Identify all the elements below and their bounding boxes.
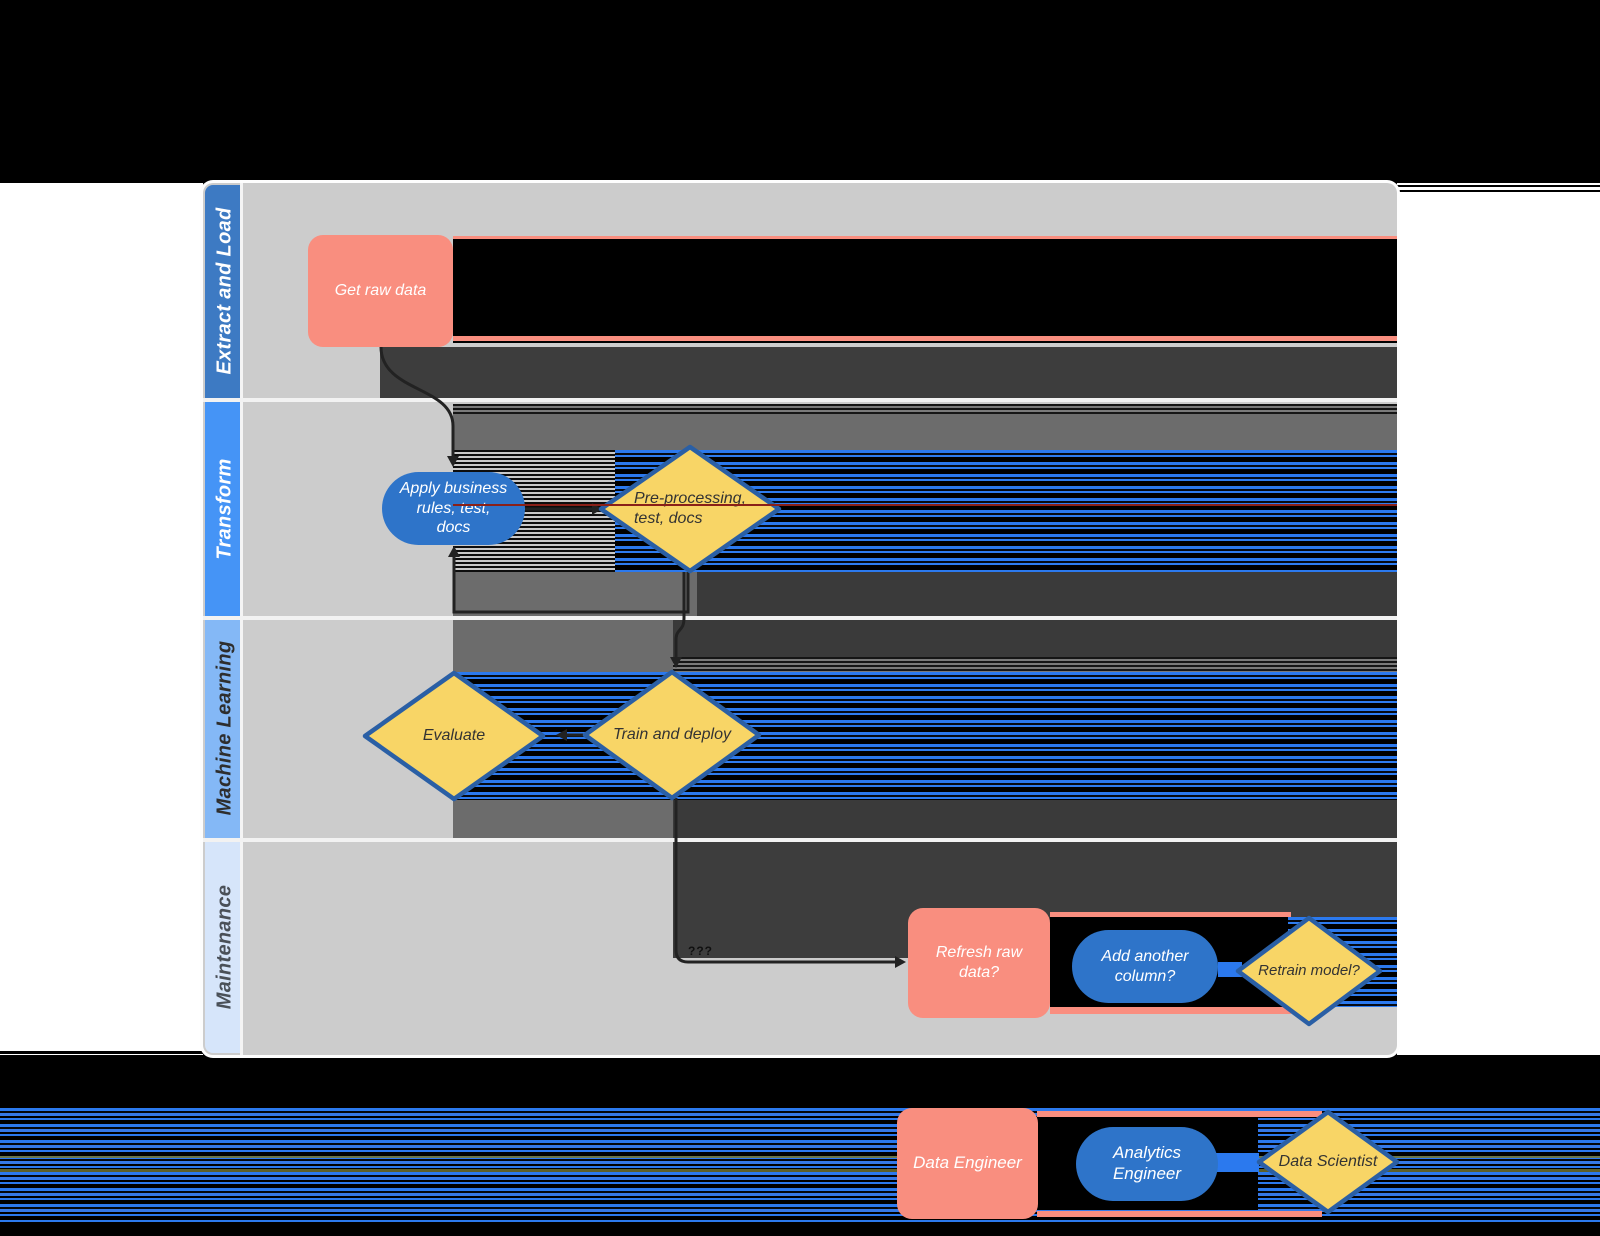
glitch-connector: [1215, 1153, 1259, 1172]
node-label: Retrain model?: [1258, 961, 1360, 979]
glitch-line: [1050, 1007, 1291, 1014]
glitch-line: [1037, 1211, 1322, 1217]
node-label: Add another column?: [1101, 947, 1189, 985]
lane-bar-machine-learning: [205, 620, 240, 838]
diamond-shape: [598, 444, 782, 574]
lane-separator: [203, 398, 1397, 402]
node-apply-business-rules: Apply business rules, test, docs: [382, 472, 525, 545]
edge-getrawdata-applyrules: [379, 346, 455, 456]
glitch-line: [0, 1169, 1600, 1172]
glitch-line: [453, 336, 1397, 341]
node-label: Train and deploy: [613, 726, 731, 744]
glitch-band: [453, 800, 673, 838]
edge-traindeploy-refresh: [674, 798, 895, 964]
glitch-line: [1037, 1111, 1322, 1117]
glitch-band: [453, 236, 1397, 343]
node-label: Apply business rules, test, docs: [399, 480, 508, 537]
glitch-band: [380, 347, 1397, 400]
node-refresh-raw-data: Refresh raw data?: [908, 908, 1050, 1018]
lane-bar-transform: [205, 402, 240, 616]
diamond-shape: [1235, 915, 1383, 1027]
legend-label: Analytics Engineer: [1112, 1143, 1182, 1183]
node-get-raw-data: Get raw data: [308, 235, 453, 347]
node-label: Get raw data: [334, 282, 427, 300]
glitch-band: [673, 620, 1397, 657]
node-add-another-column: Add another column?: [1072, 930, 1218, 1003]
glitch-band: [673, 657, 1397, 672]
lane-separator: [203, 838, 1397, 842]
diamond-shape: [582, 669, 762, 801]
edge-preprocessing-applyrules-loop: [452, 555, 690, 614]
right-margin: [1397, 183, 1600, 1055]
swimlane-diagram: Extract and Load Transform Machine Learn…: [203, 183, 1397, 1055]
node-train-and-deploy: Train and deploy: [581, 668, 763, 802]
legend-data-scientist: Data Scientist: [1255, 1108, 1401, 1216]
glitch-band: [453, 620, 673, 672]
node-pre-processing: Pre-processing, test, docs: [597, 443, 783, 575]
glitch-connector: [1218, 962, 1242, 977]
node-evaluate: Evaluate: [361, 669, 547, 803]
legend-label: Data Scientist: [1278, 1153, 1378, 1171]
glitch-band: [673, 800, 1397, 838]
glitch-line: [0, 1156, 1600, 1158]
glitch-line: [453, 504, 1397, 506]
node-label: Evaluate: [422, 727, 486, 745]
node-label: Refresh raw data?: [935, 944, 1023, 981]
node-retrain-model: Retrain model?: [1234, 914, 1384, 1028]
diamond-shape: [1256, 1109, 1400, 1215]
lane-bar-maintenance: [205, 842, 240, 1053]
glitch-band: [697, 572, 1397, 616]
node-label: Pre-processing, test, docs: [633, 490, 747, 527]
lane-bar-extract-and-load: [205, 185, 240, 398]
glitch-band: [453, 404, 1397, 414]
glitch-band: [453, 572, 697, 616]
glitch-line: [0, 1051, 203, 1054]
legend-analytics-engineer: Analytics Engineer: [1076, 1127, 1218, 1201]
connector-label: ???: [688, 944, 713, 958]
glitch-line: [1397, 185, 1600, 187]
legend-label: Data Engineer: [913, 1153, 1022, 1173]
glitch-line: [453, 236, 1397, 239]
glitch-band: [453, 414, 1397, 450]
diamond-shape: [362, 670, 546, 802]
left-margin: [0, 183, 203, 1055]
legend-data-engineer: Data Engineer: [897, 1108, 1038, 1219]
lane-separator: [203, 616, 1397, 620]
glitch-line: [1050, 912, 1291, 917]
edge-preprocessing-traindeploy: [674, 572, 686, 657]
glitch-line: [1397, 190, 1600, 192]
